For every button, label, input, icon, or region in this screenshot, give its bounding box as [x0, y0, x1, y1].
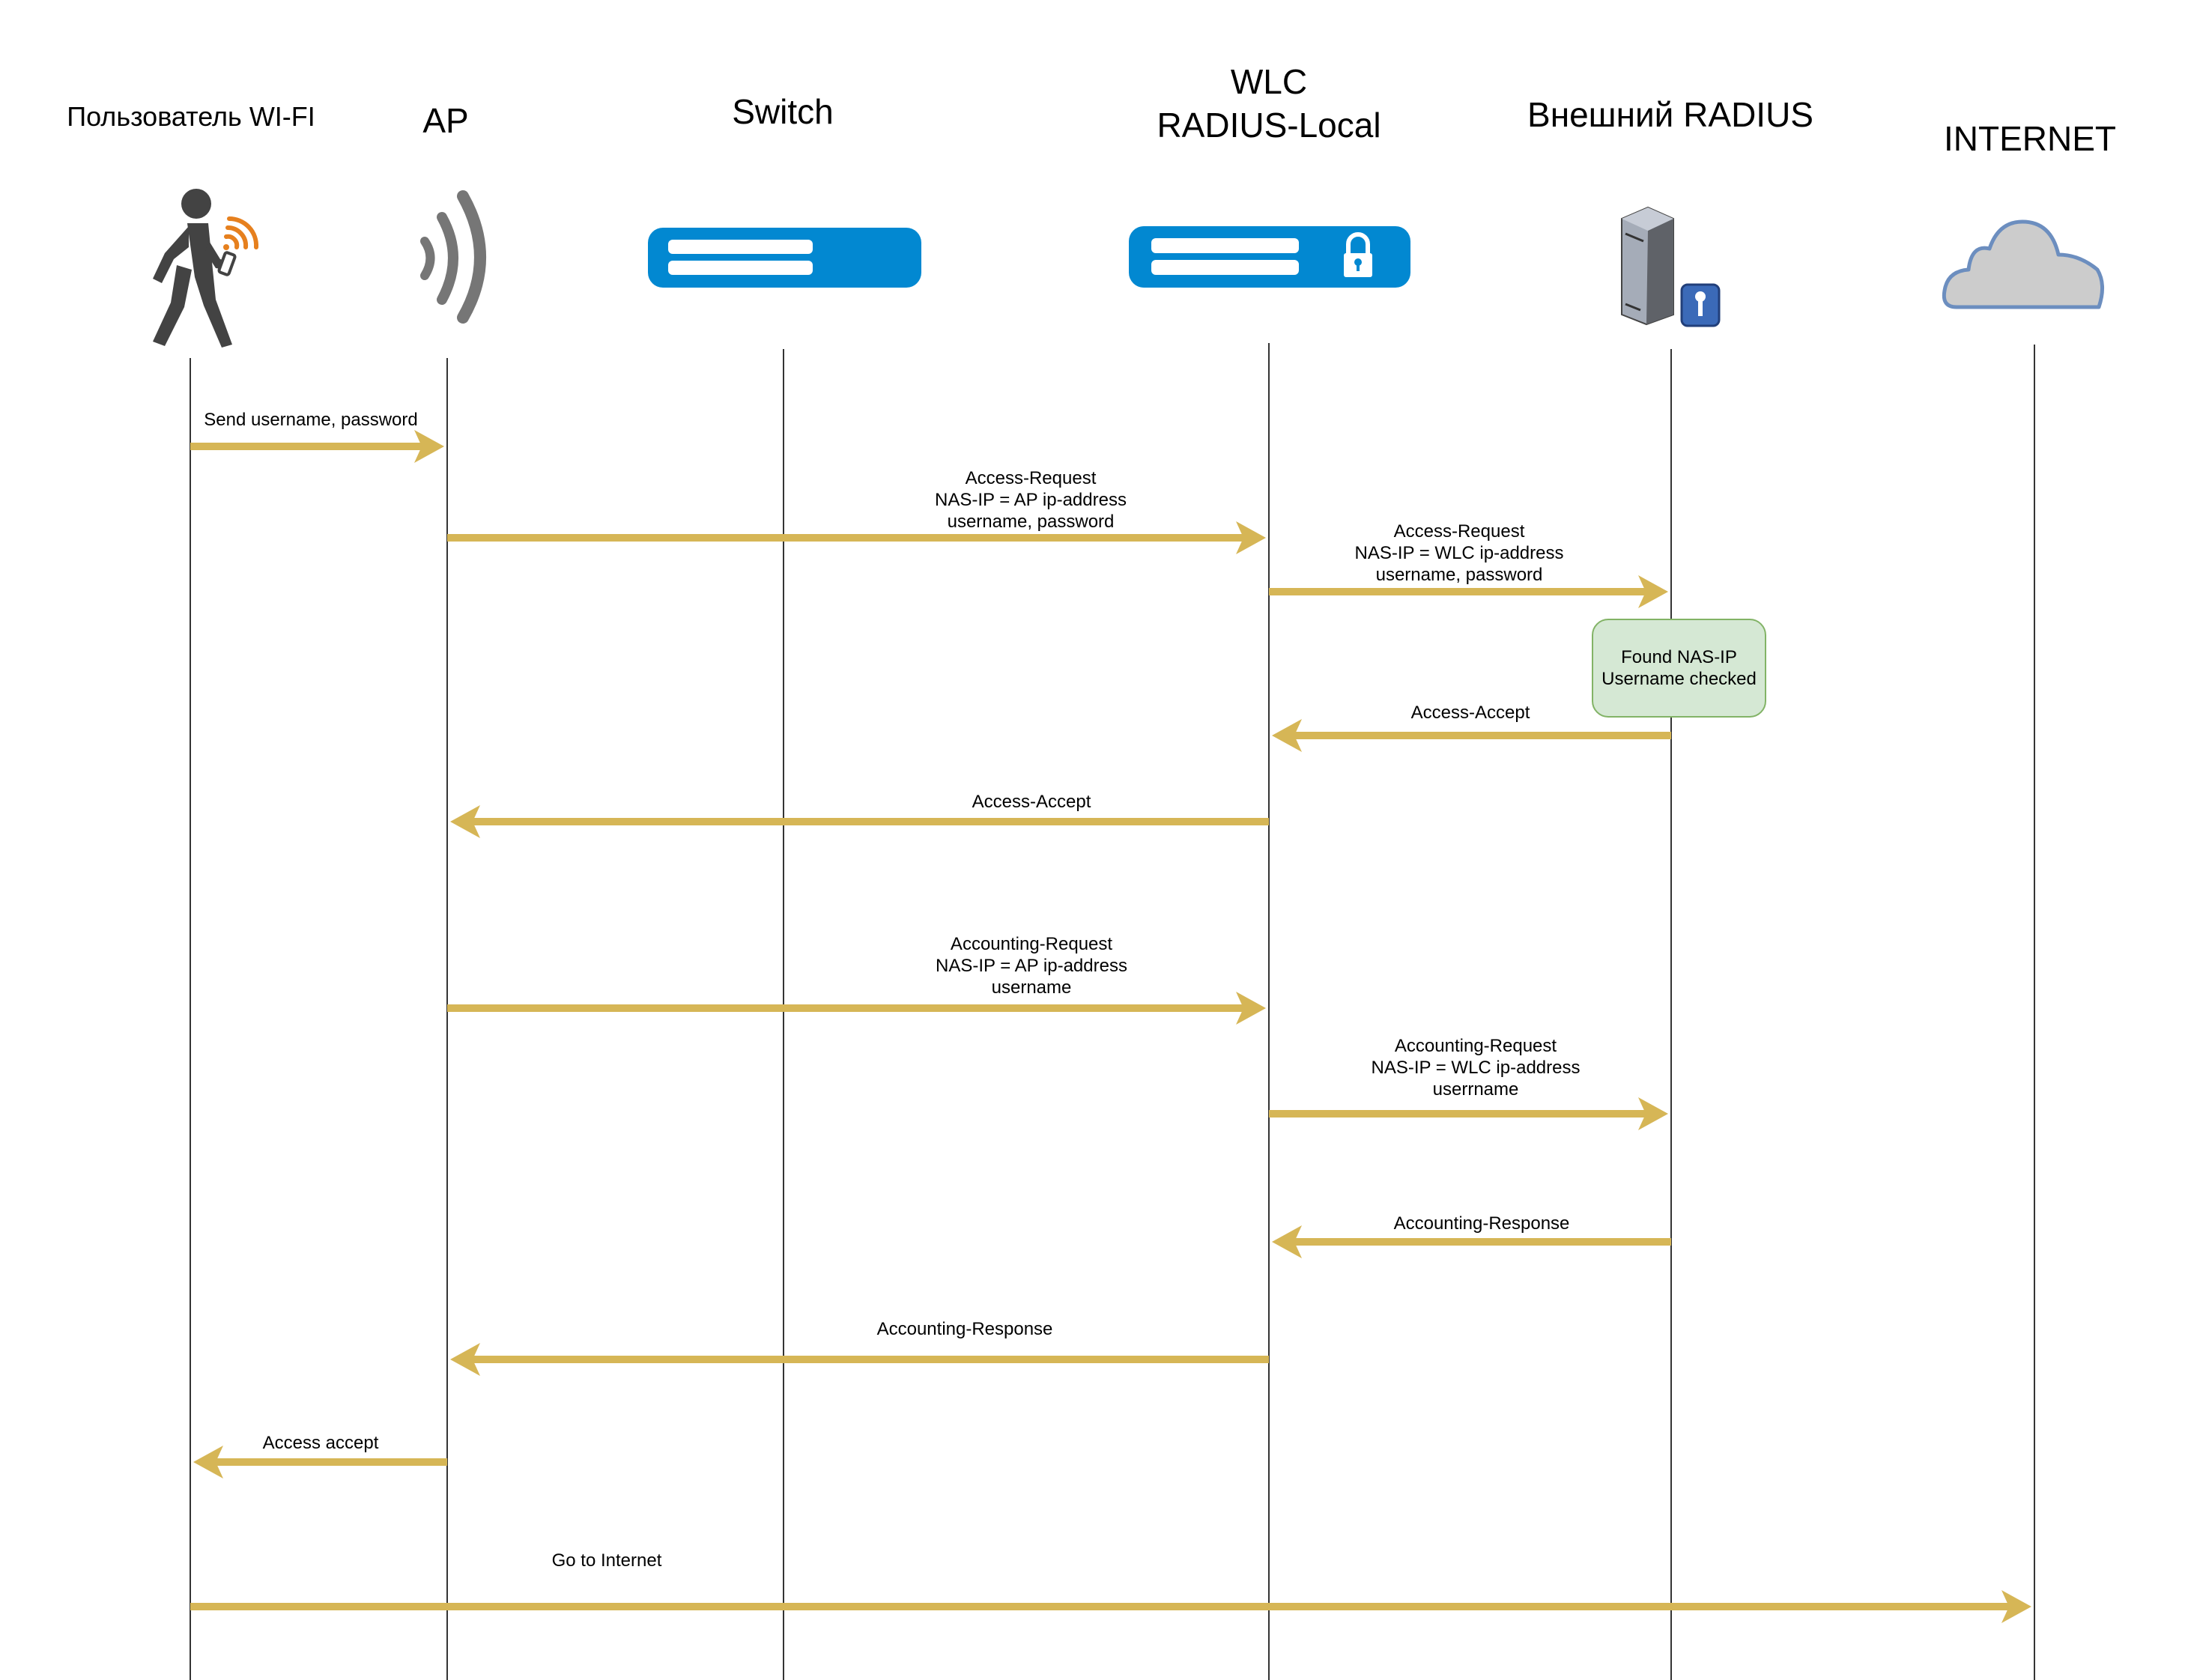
- message-label: Access-Request NAS-IP = AP ip-address us…: [935, 468, 1127, 532]
- message-arrow: [190, 430, 444, 463]
- arrow-head: [2001, 1590, 2031, 1623]
- arrow-shaft: [190, 1603, 2009, 1610]
- arrow-shaft: [473, 818, 1269, 825]
- lifelines: [190, 343, 2035, 1680]
- message-arrow: [447, 992, 1266, 1025]
- message-arrow: [190, 1590, 2031, 1623]
- arrow-shaft: [216, 1458, 447, 1466]
- message-label: Access accept: [262, 1433, 379, 1453]
- wireless-signal-icon: [420, 190, 486, 324]
- message-arrows: [190, 430, 2031, 1623]
- message-label: Access-Accept: [972, 792, 1091, 812]
- message-label: Accounting-Response: [876, 1319, 1053, 1339]
- actor-label-wlc: WLC RADIUS-Local: [1157, 62, 1381, 145]
- arrow-head: [193, 1446, 223, 1479]
- server-key-icon: [1621, 206, 1721, 327]
- message-arrow: [1269, 1097, 1668, 1130]
- actor-label-radius: Внешний RADIUS: [1527, 95, 1813, 134]
- arrow-head: [1638, 575, 1668, 608]
- message-arrow: [193, 1446, 447, 1479]
- message-arrow: [1272, 1225, 1671, 1258]
- arrow-head: [414, 430, 444, 463]
- arrow-shaft: [190, 443, 422, 450]
- arrow-head: [1272, 1225, 1302, 1258]
- walking-person-wifi-icon: [153, 189, 259, 348]
- arrow-head: [1236, 992, 1266, 1025]
- message-label: Send username, password: [204, 410, 418, 430]
- arrow-shaft: [473, 1356, 1269, 1363]
- arrow-head: [450, 1343, 480, 1376]
- message-arrow: [450, 1343, 1269, 1376]
- actor-label-internet: INTERNET: [1944, 119, 2116, 158]
- arrow-head: [450, 805, 480, 838]
- arrow-shaft: [1294, 1238, 1671, 1246]
- message-label: Accounting-Request NAS-IP = AP ip-addres…: [936, 934, 1127, 998]
- message-label: Access-Request NAS-IP = WLC ip-address u…: [1354, 521, 1564, 585]
- message-label: Accounting-Request NAS-IP = WLC ip-addre…: [1371, 1036, 1581, 1100]
- message-arrow: [1272, 719, 1671, 752]
- arrow-shaft: [447, 534, 1243, 542]
- arrow-shaft: [1269, 1110, 1646, 1118]
- arrow-head: [1638, 1097, 1668, 1130]
- switch-icon: [648, 228, 921, 288]
- actor-label-ap: AP: [422, 101, 469, 140]
- message-arrow: [1269, 575, 1668, 608]
- cloud-icon: [1942, 219, 2104, 309]
- arrow-shaft: [1294, 732, 1671, 739]
- radius-check-note: Found NAS-IP Username checked: [1592, 619, 1766, 718]
- arrow-head: [1272, 719, 1302, 752]
- arrow-head: [1236, 521, 1266, 554]
- message-arrow: [447, 521, 1266, 554]
- arrow-shaft: [447, 1004, 1243, 1012]
- message-label: Access-Accept: [1410, 703, 1530, 723]
- actor-label-switch: Switch: [732, 92, 834, 131]
- message-label: Go to Internet: [551, 1550, 662, 1571]
- message-label: Accounting-Response: [1393, 1213, 1570, 1234]
- arrow-shaft: [1269, 588, 1646, 595]
- actor-label-user: Пользователь WI-FI: [67, 101, 315, 132]
- locked-controller-icon: [1129, 226, 1410, 288]
- message-arrow: [450, 805, 1269, 838]
